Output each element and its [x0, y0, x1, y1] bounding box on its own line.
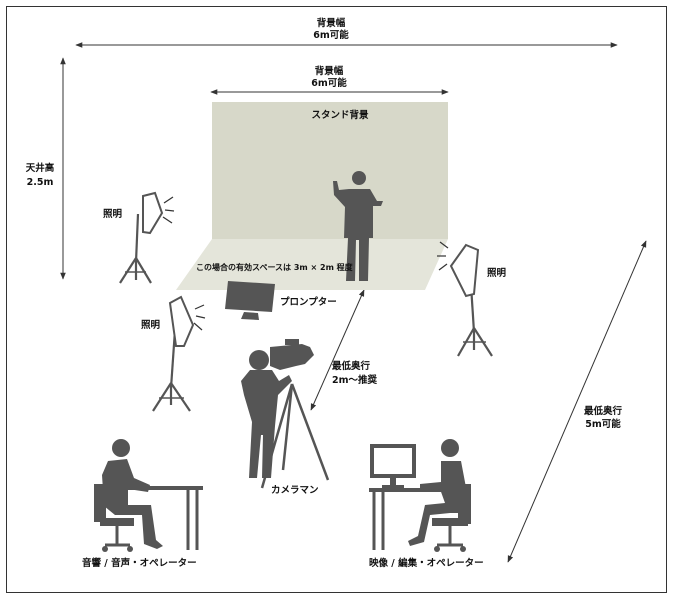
- audio-operator-label: 音響 / 音声・オペレーター: [82, 558, 197, 569]
- inner-width-label-line1: 背景幅: [314, 66, 344, 77]
- cameraman-label: カメラマン: [271, 485, 319, 496]
- outer-width-label-line1: 背景幅: [316, 18, 346, 29]
- ceiling-height-label-line2: 2.5m: [26, 177, 54, 188]
- light-right-label: 照明: [487, 268, 507, 279]
- light-stand-top-left: [119, 213, 152, 284]
- min-depth-2m-label-line1: 最低奥行: [332, 361, 371, 372]
- cameraman-silhouette: [241, 339, 314, 478]
- min-depth-2m-arrow: [310, 289, 365, 411]
- audio-operator-silhouette: [94, 439, 163, 552]
- presenter-silhouette: [333, 171, 383, 281]
- ceiling-height-label-line1: 天井高: [25, 163, 55, 174]
- light-head-mid-left: [168, 295, 206, 347]
- min-depth-5m-label-line2: 5m可能: [585, 419, 621, 430]
- prompter-monitor: [225, 281, 275, 320]
- light-stand-right: [457, 284, 493, 357]
- min-depth-5m-arrow: [507, 240, 647, 563]
- outer-width-label-line2: 6m可能: [313, 30, 349, 41]
- diagram-frame: [6, 6, 667, 593]
- light-top-left-label: 照明: [103, 209, 123, 220]
- prompter-label: プロンプター: [280, 297, 337, 308]
- min-depth-5m-label-line1: 最低奥行: [583, 406, 622, 417]
- stand-backdrop-label: スタンド背景: [311, 110, 369, 121]
- video-operator-silhouette: [408, 439, 471, 552]
- inner-width-label-line2: 6m可能: [311, 78, 347, 89]
- light-head-top-left: [142, 191, 175, 235]
- audio-operator-desk: [128, 486, 203, 550]
- video-operator-label: 映像 / 編集・オペレーター: [369, 558, 484, 569]
- floor-space-note: この場合の有効スペースは 3m × 2m 程度: [196, 263, 353, 272]
- video-monitor: [370, 444, 416, 489]
- video-operator-desk: [369, 488, 447, 550]
- light-mid-left-label: 照明: [141, 320, 161, 331]
- min-depth-2m-label-line2: 2m～推奨: [332, 375, 378, 386]
- light-head-right: [437, 241, 480, 298]
- stand-backdrop: [176, 102, 448, 290]
